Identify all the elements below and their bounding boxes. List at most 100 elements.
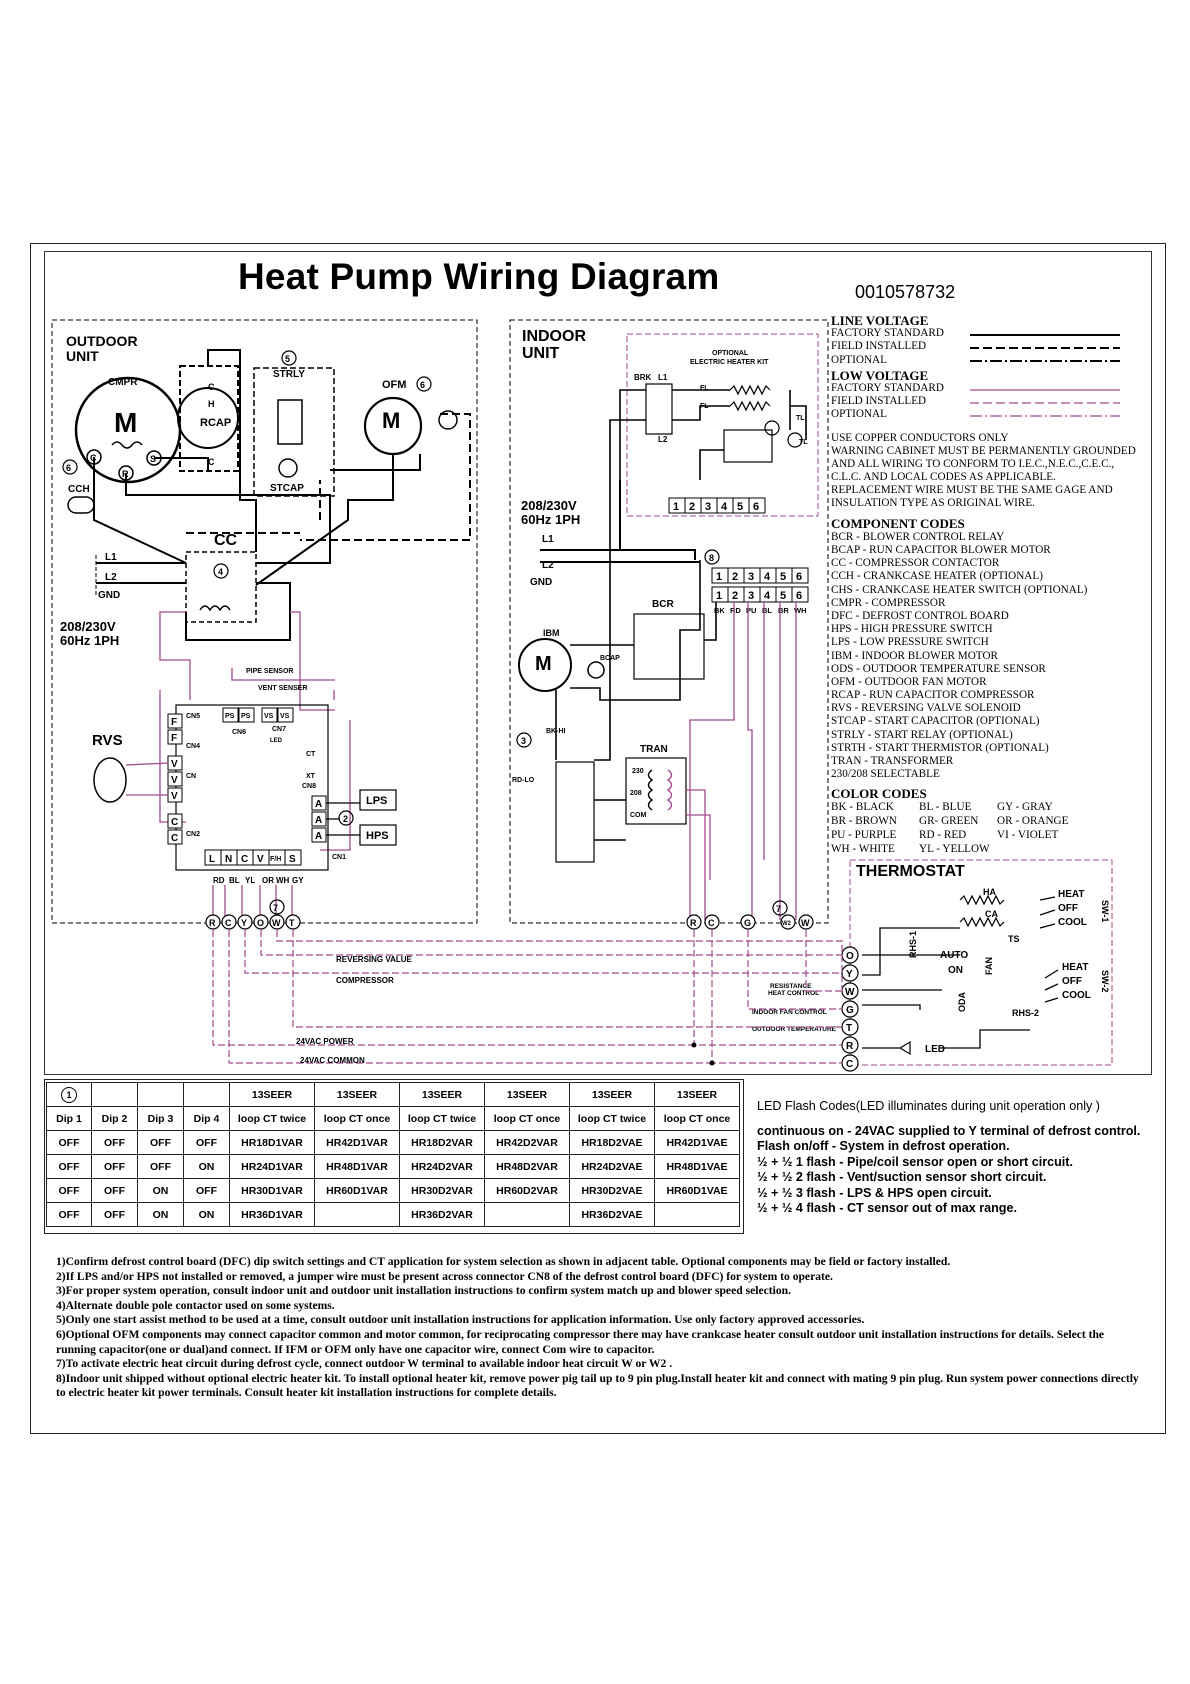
svg-text:HEAT: HEAT: [1058, 889, 1084, 900]
svg-text:L2: L2: [542, 560, 554, 571]
heater-relay-icon: [723, 429, 773, 463]
outdoor-low-voltage-wires: [159, 611, 351, 925]
note-6-circle-cch: [62, 459, 78, 475]
svg-text:BL: BL: [762, 606, 772, 615]
svg-text:1: 1: [673, 501, 679, 513]
cool-anticipator-icon: [959, 916, 1005, 928]
svg-text:BR: BR: [778, 606, 789, 615]
table-cell: HR24D2VAE: [569, 1154, 655, 1179]
svg-text:PS: PS: [225, 713, 235, 720]
table-cell: HR30D1VAR: [229, 1178, 315, 1203]
color-code-item: GY - GRAY: [997, 800, 1053, 813]
start-assist-box: [253, 367, 335, 497]
table-cell: HR48D2VAR: [484, 1154, 570, 1179]
component-code-item: STRLY - START RELAY (OPTIONAL): [831, 728, 1013, 741]
svg-text:CN2: CN2: [186, 831, 200, 838]
svg-text:RHS-1: RHS-1: [908, 931, 918, 958]
heater-kit-boundary: [626, 333, 819, 517]
svg-text:PS: PS: [241, 713, 251, 720]
svg-text:L2: L2: [658, 435, 668, 444]
svg-text:R: R: [846, 1041, 854, 1052]
indoor-motor-wires: [555, 560, 717, 841]
indoor-title-1: INDOOR: [522, 328, 586, 345]
strly-label: STRLY: [273, 369, 305, 380]
svg-text:GND: GND: [98, 590, 120, 601]
note-5-circle: [281, 350, 297, 366]
lps-switch: [359, 789, 397, 811]
svg-text:FAN: FAN: [984, 957, 994, 975]
svg-text:C: C: [208, 382, 215, 392]
svg-text:XT: XT: [306, 773, 316, 780]
svg-text:C: C: [708, 918, 715, 928]
vent-sensor-label: VENT SENSER: [258, 685, 307, 692]
svg-text:INDOOR FAN CONTROL: INDOOR FAN CONTROL: [752, 1009, 827, 1016]
dip-table-frame: [44, 1079, 744, 1234]
led-code-line: ½ + ½ 4 flash - CT sensor out of max ran…: [757, 1201, 1017, 1215]
indoor-unit-boundary: [509, 319, 829, 924]
svg-text:N: N: [225, 854, 232, 865]
svg-text:2: 2: [689, 501, 695, 513]
svg-text:6: 6: [796, 590, 802, 602]
color-code-item: GR- GREEN: [919, 814, 979, 827]
svg-text:7: 7: [776, 904, 781, 914]
svg-text:1: 1: [716, 571, 722, 583]
svg-text:5: 5: [780, 590, 786, 602]
svg-text:BK: BK: [714, 606, 725, 615]
table-cell: HR30D2VAE: [569, 1178, 655, 1203]
table-cell: [314, 1202, 400, 1227]
indoor-title-2: UNIT: [522, 345, 560, 362]
svg-text:COOL: COOL: [1062, 990, 1091, 1001]
svg-text:4: 4: [764, 571, 771, 583]
heat-anticipator-icon: [959, 894, 1005, 906]
stcap-label: STCAP: [270, 483, 304, 494]
signal-harness: [212, 930, 843, 1064]
document-number: 0010578732: [855, 282, 956, 302]
table-cell: OFF: [183, 1178, 230, 1203]
component-code-item: CHS - CRANKCASE HEATER SWITCH (OPTIONAL): [831, 583, 1088, 596]
svg-text:5: 5: [780, 571, 786, 583]
bcap-capacitor-icon: [587, 661, 605, 679]
svg-text:CN5: CN5: [186, 713, 200, 720]
led-codes-title: LED Flash Codes(LED illuminates during u…: [757, 1099, 1101, 1113]
note-8-circle: [704, 549, 720, 565]
indoor-terminal-block: R C G W2 W: [686, 914, 814, 930]
legend-factory-standard: FACTORY STANDARD: [831, 327, 944, 340]
outdoor-title-2: UNIT: [66, 348, 99, 364]
component-code-item: BCAP - RUN CAPACITOR BLOWER MOTOR: [831, 544, 1051, 557]
svg-text:V: V: [171, 775, 178, 786]
svg-text:F: F: [171, 733, 177, 744]
table-cell: HR36D1VAR: [229, 1202, 315, 1227]
svg-text:PU: PU: [746, 606, 756, 615]
component-code-item: DFC - DEFROST CONTROL BOARD: [831, 609, 1009, 622]
legend-panel: LINE VOLTAGE FACTORY STANDARD FIELD INST…: [831, 312, 1161, 857]
svg-text:5: 5: [737, 501, 743, 513]
outdoor-terminal-block: R C Y O W T: [205, 914, 301, 930]
svg-text:F/H: F/H: [270, 856, 281, 863]
svg-text:S: S: [289, 854, 296, 865]
color-code-item: RD - RED: [919, 828, 967, 841]
indoor-line-wires: [540, 480, 700, 563]
svg-text:C: C: [171, 817, 178, 828]
svg-text:3: 3: [521, 736, 526, 746]
table-cell: OFF: [46, 1130, 92, 1155]
svg-text:1: 1: [716, 590, 722, 602]
thermostat-internal-wiring: [862, 896, 1059, 1049]
svg-text:3: 3: [748, 571, 754, 583]
svg-text:OFF: OFF: [1062, 976, 1082, 987]
svg-text:COOL: COOL: [1058, 917, 1087, 928]
svg-text:CN8: CN8: [302, 783, 316, 790]
svg-text:CN: CN: [186, 773, 196, 780]
component-codes-title: COMPONENT CODES: [831, 515, 965, 531]
page-title: Heat Pump Wiring Diagram: [238, 256, 720, 297]
ofm-capacitor-icon: [438, 410, 458, 430]
svg-text:OUTDOOR TEMPERATURE: OUTDOOR TEMPERATURE: [752, 1026, 837, 1033]
common-24vac-signal: 24VAC COMMON: [300, 1056, 365, 1065]
table-cell: OFF: [91, 1202, 138, 1227]
outdoor-optional-wires: [186, 413, 471, 541]
color-codes-title: COLOR CODES: [831, 786, 927, 802]
svg-text:L1: L1: [105, 552, 117, 563]
led-code-line: Flash on/off - System in defrost operati…: [757, 1139, 1010, 1153]
heater-element-2-icon: [729, 400, 771, 412]
cmpr-label: CMPR: [108, 377, 138, 388]
